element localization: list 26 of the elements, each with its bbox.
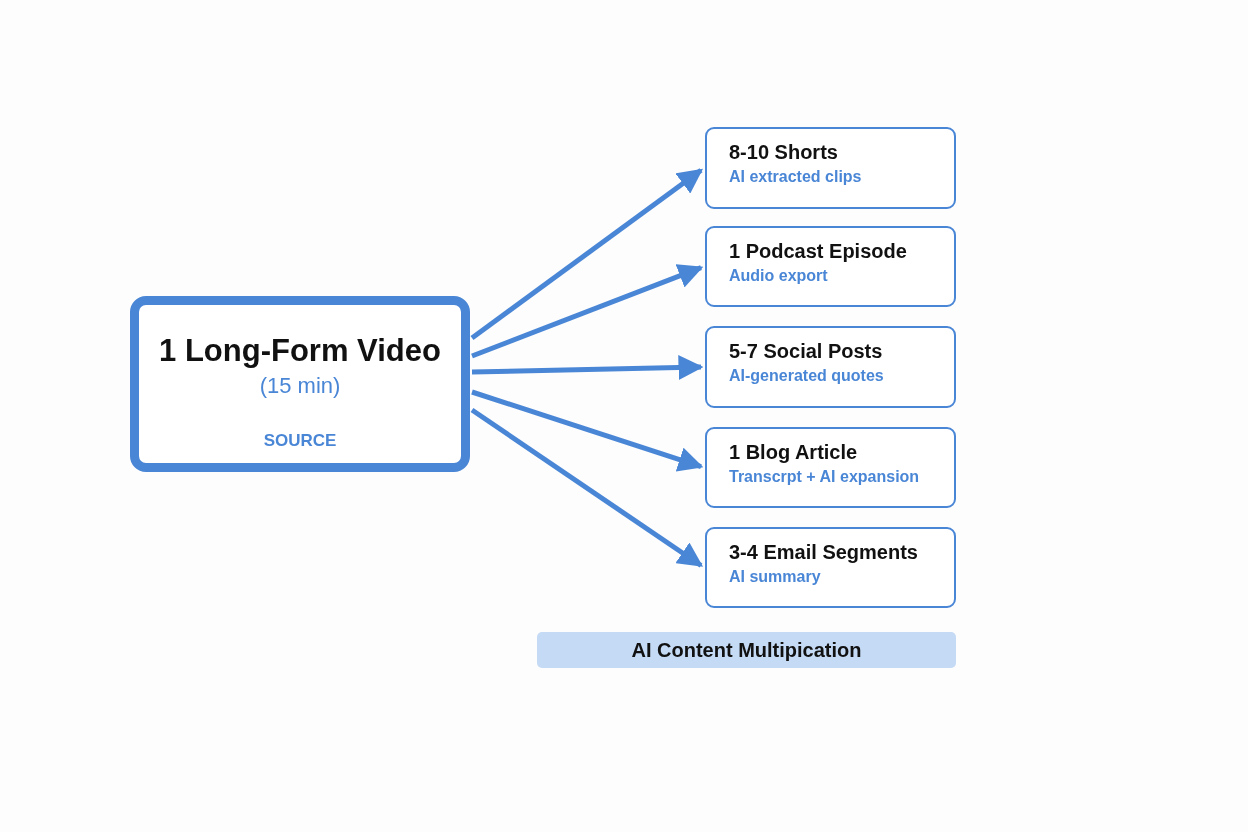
node-title: 8-10 Shorts (729, 141, 839, 164)
node-subtitle: Transcrpt + AI expansion (729, 468, 921, 486)
arrow (471, 264, 704, 359)
node-subtitle: (15 min) (259, 373, 341, 399)
node-title: 3-4 Email Segments (729, 541, 919, 564)
node-title: 1 Podcast Episode (729, 240, 908, 263)
arrow (470, 168, 703, 340)
output-box (705, 127, 956, 209)
node-title: 1 Long-Form Video (159, 333, 441, 369)
node-subtitle: AI extracted clips (729, 168, 863, 186)
arrow (471, 389, 704, 472)
node-subtitle: AI-generated quotes (729, 367, 885, 385)
node-subtitle: AI summary (729, 568, 822, 586)
node-title: 5-7 Social Posts (729, 340, 884, 363)
arrow (471, 355, 704, 381)
banner-text: AI Content Multipication (631, 638, 862, 662)
node-tag: SOURCE (263, 431, 337, 451)
arrow (470, 407, 704, 568)
node-subtitle: Audio export (729, 267, 829, 285)
output-box (705, 226, 956, 307)
node-title: 1 Blog Article (729, 441, 859, 464)
banner (537, 632, 956, 668)
output-box (705, 326, 956, 408)
output-box (705, 427, 956, 508)
output-box (705, 527, 956, 608)
source-box (130, 296, 470, 472)
